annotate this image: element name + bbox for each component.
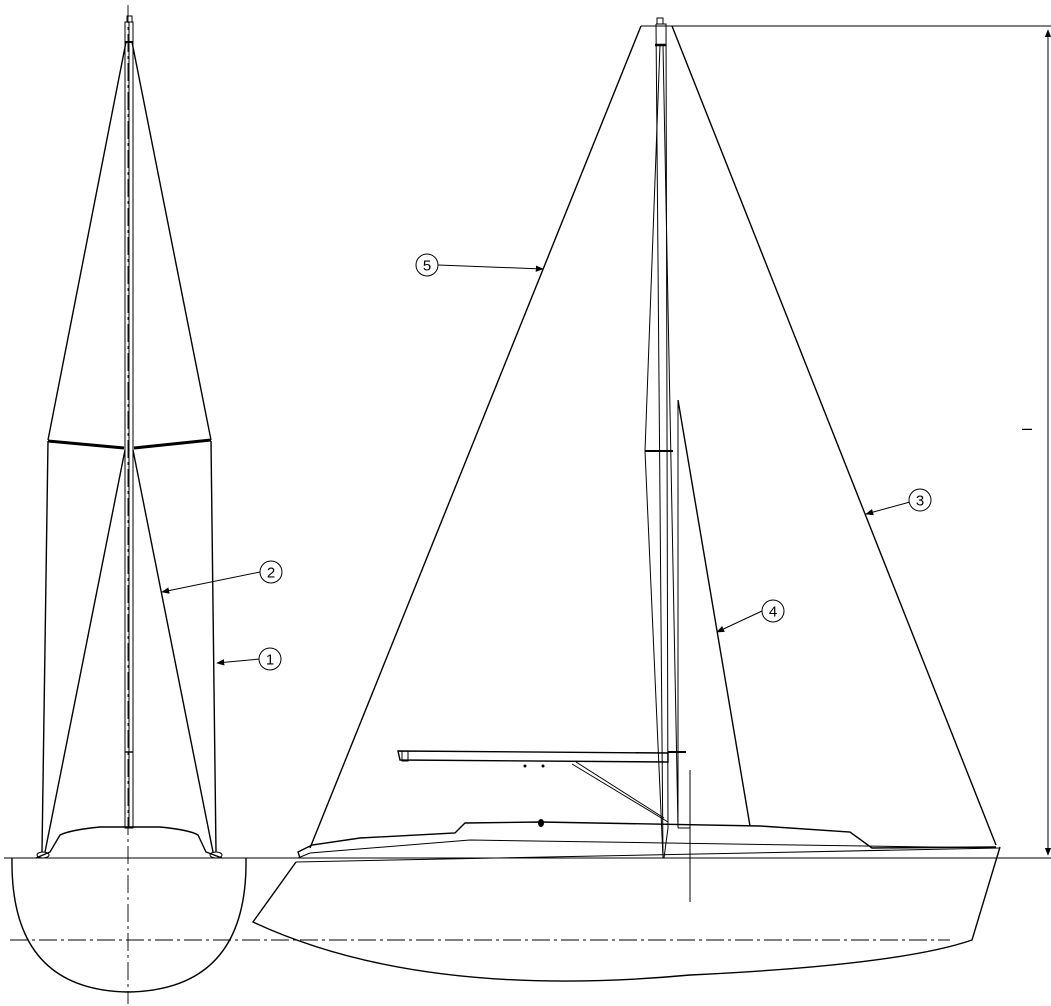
callout-2: 2 — [259, 560, 283, 584]
lower-shroud-port — [44, 449, 126, 853]
backstay — [671, 25, 997, 846]
front-hull — [11, 857, 247, 993]
dimension-label: – — [1022, 418, 1032, 438]
leader-5 — [437, 264, 544, 272]
masthead — [126, 15, 133, 23]
side-masthead — [656, 17, 664, 25]
boom — [397, 750, 669, 763]
leader-2 — [161, 571, 261, 594]
leader-1 — [216, 658, 261, 666]
mainsail-leech — [677, 399, 751, 827]
svg-text:4: 4 — [769, 604, 777, 621]
spreader-port — [47, 439, 125, 450]
side-view: – — [251, 17, 1051, 982]
boom-vang — [571, 763, 669, 823]
front-view — [10, 5, 950, 1004]
front-cabin — [35, 826, 223, 859]
callout-1: 1 — [258, 647, 282, 671]
callout-5: 5 — [415, 253, 439, 277]
callout-4: 4 — [761, 599, 785, 623]
leader-4 — [716, 610, 763, 633]
spreader-stbd — [133, 438, 212, 450]
svg-text:5: 5 — [423, 258, 431, 275]
side-hull — [251, 846, 1001, 982]
lower-shroud-stbd — [132, 449, 214, 853]
jib-sail — [309, 25, 642, 849]
leader-3 — [865, 501, 911, 516]
svg-text:3: 3 — [916, 493, 924, 510]
upper-shroud-port — [47, 41, 127, 441]
svg-text:1: 1 — [266, 652, 274, 669]
svg-text:2: 2 — [267, 565, 275, 582]
side-deck — [297, 821, 997, 859]
callout-3: 3 — [908, 488, 932, 512]
upper-shroud-stbd — [131, 41, 212, 441]
